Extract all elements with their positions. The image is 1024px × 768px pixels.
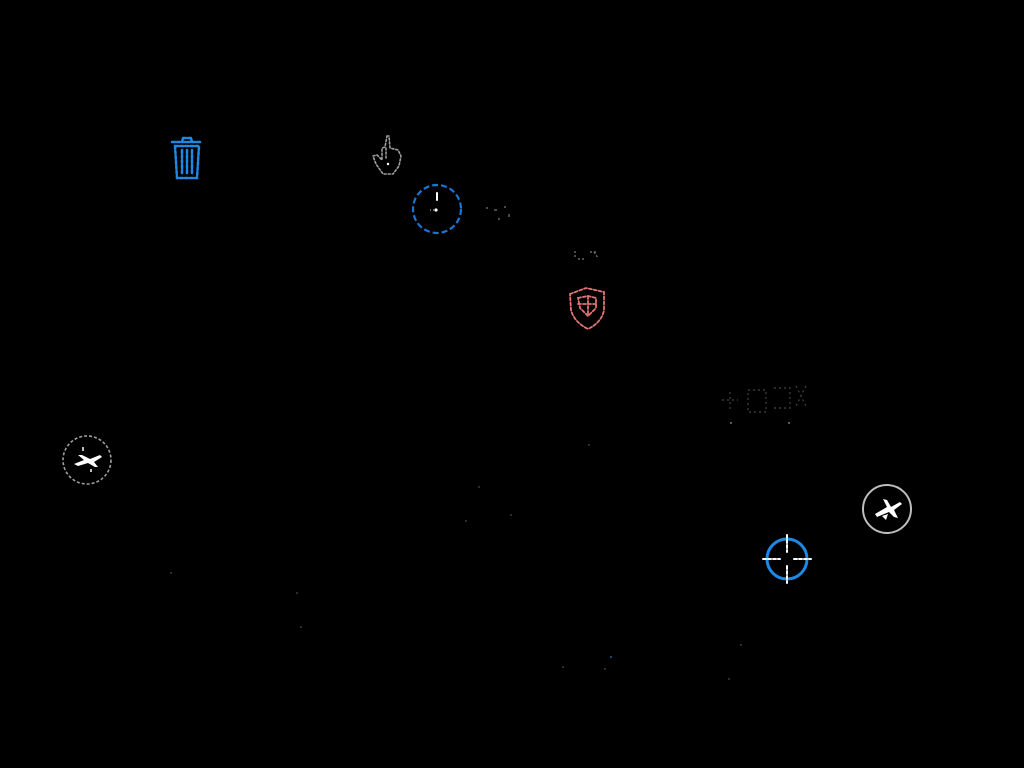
debris-speck (562, 666, 564, 668)
debris-speck (588, 444, 590, 446)
faint-glyph-cluster-icon (716, 380, 812, 428)
debris-speck (170, 572, 172, 574)
debris-speck (510, 514, 512, 516)
debris-speck (465, 520, 467, 522)
crosshair-icon[interactable] (760, 532, 814, 586)
debris-speck (728, 678, 730, 680)
faint-marker-icon (572, 248, 604, 262)
debris-speck (604, 668, 606, 670)
debris-speck (740, 644, 742, 646)
debris-speck (300, 626, 302, 628)
debris-speck (478, 486, 480, 488)
jet-circle-right-icon[interactable] (861, 483, 913, 535)
debris-speck (610, 656, 612, 658)
shield-icon[interactable] (566, 286, 610, 332)
trash-icon[interactable] (166, 134, 208, 184)
pointing-hand-icon[interactable] (368, 134, 408, 178)
jet-circle-left-icon[interactable] (60, 433, 114, 487)
debris-speck (296, 592, 298, 594)
clock-icon[interactable] (410, 183, 464, 237)
faint-dots-icon (484, 204, 514, 222)
